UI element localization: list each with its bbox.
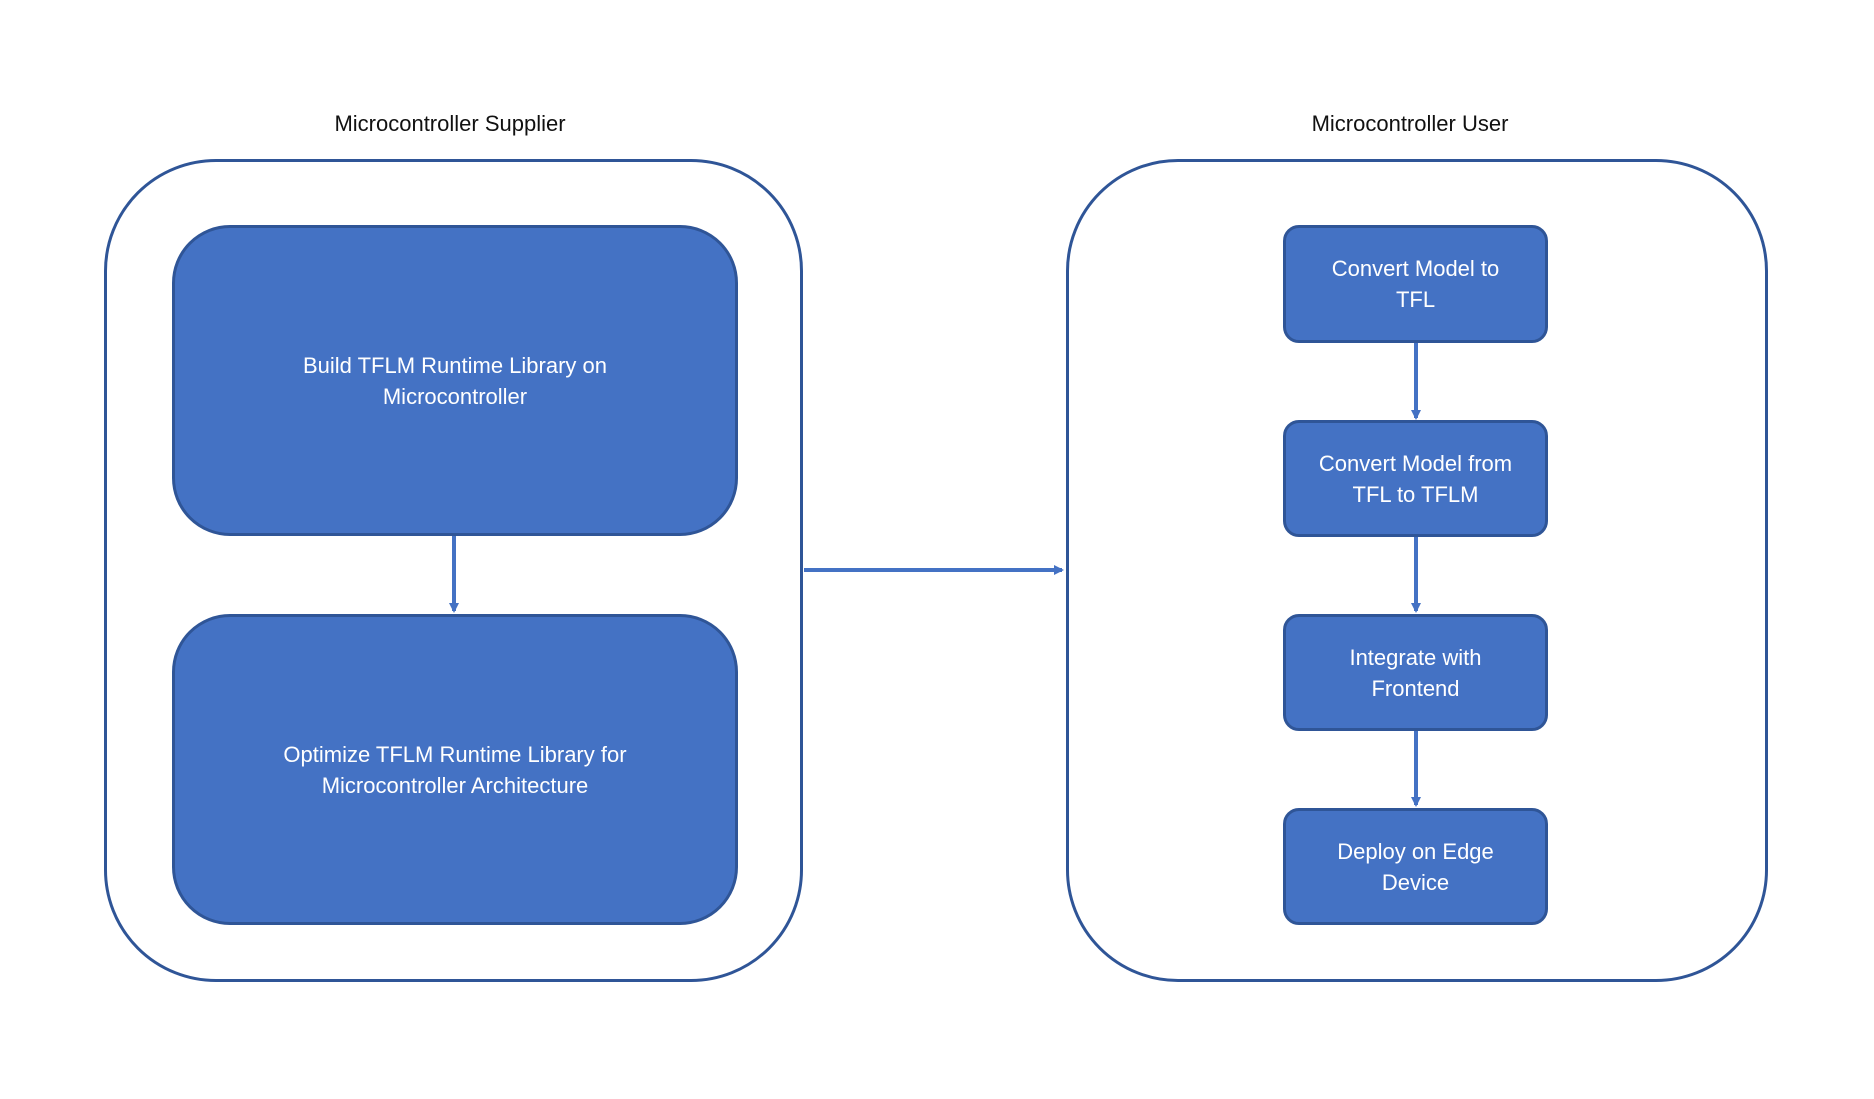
step-optimize-runtime-library: Optimize TFLM Runtime Library for Microc… bbox=[172, 614, 738, 925]
supplier-title: Microcontroller Supplier bbox=[334, 111, 566, 136]
step-convert-model-to-tfl: Convert Model to TFL bbox=[1283, 225, 1548, 343]
step-build-runtime-library: Build TFLM Runtime Library on Microcontr… bbox=[172, 225, 738, 536]
step-integrate-with-frontend: Integrate with Frontend bbox=[1283, 614, 1548, 731]
user-title: Microcontroller User bbox=[1311, 111, 1509, 136]
step-deploy-on-edge-device: Deploy on Edge Device bbox=[1283, 808, 1548, 925]
step-convert-tfl-to-tflm: Convert Model from TFL to TFLM bbox=[1283, 420, 1548, 537]
